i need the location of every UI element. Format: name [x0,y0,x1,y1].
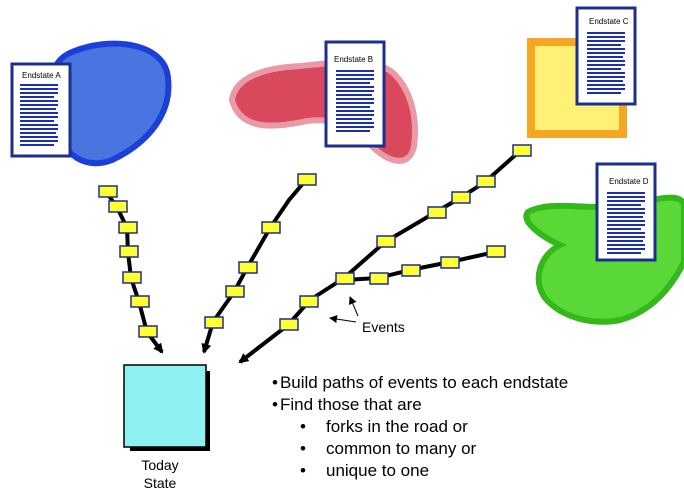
event-box [261,221,281,234]
event-box [376,235,396,248]
sub-bullet-item: common to many or [272,438,568,460]
event-box [369,272,389,285]
event-box [108,200,128,213]
endstate-d-label: Endstate D [609,177,649,186]
endstate-b-label: Endstate B [334,55,373,64]
event-box [204,316,224,329]
events-pointer [329,296,359,324]
event-box [98,185,118,198]
event-box [297,173,317,186]
event-box [299,295,319,308]
event-box [138,325,158,338]
endstate-c-document: Endstate C [575,6,637,106]
endstate-b-document: Endstate B [324,40,386,148]
event-box [512,144,532,157]
event-box [122,271,142,284]
event-box [119,245,139,258]
event-box [279,318,299,331]
bullet-list: Build paths of events to each endstate F… [272,372,568,482]
event-box [335,272,355,285]
event-box [238,261,258,274]
sub-bullet-item: unique to one [272,460,568,482]
event-box [118,221,138,234]
today-label-line2: State [143,475,177,491]
bullet-item: Find those that are [272,394,568,416]
event-box [130,295,150,308]
bullet-item: Build paths of events to each endstate [272,372,568,394]
endstate-a-label: Endstate A [22,71,61,80]
event-box [486,245,506,258]
endstate-b-shape [228,59,418,164]
event-box [225,285,245,298]
today-state-box [123,364,210,451]
event-box [440,256,460,269]
event-boxes [98,144,532,338]
endstate-c-label: Endstate C [589,17,629,26]
event-box [476,175,496,188]
endstate-a-document: Endstate A [10,62,72,158]
events-label: Events [362,319,405,335]
event-box [451,191,471,204]
endstate-d-document: Endstate D [595,162,657,262]
sub-bullet-item: forks in the road or [272,416,568,438]
event-box [401,264,421,277]
today-label-line1: Today [141,457,179,473]
event-box [427,206,447,219]
